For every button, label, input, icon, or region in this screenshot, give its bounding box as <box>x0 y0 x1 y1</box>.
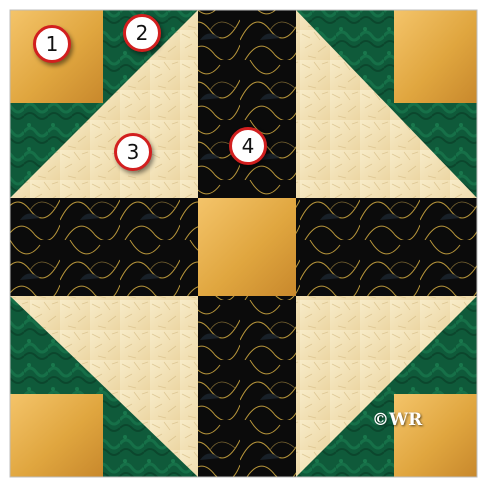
number-badge-icon-4: 4 <box>229 127 267 165</box>
marker-4-label: 4 <box>242 134 255 158</box>
marker-3-label: 3 <box>127 140 140 164</box>
number-badge-icon-2: 2 <box>123 14 161 52</box>
black-band-right <box>296 198 477 296</box>
gold-square-center <box>198 198 296 296</box>
gold-square-bottom-left <box>10 394 103 477</box>
gold-square-top-right <box>394 10 477 103</box>
marker-2-label: 2 <box>136 21 149 45</box>
number-badge-icon-3: 3 <box>114 133 152 171</box>
black-band-top <box>198 10 296 198</box>
gold-square-bottom-right <box>394 394 477 477</box>
number-badge-icon-1: 1 <box>33 25 71 63</box>
copyright-watermark: ©WR <box>372 410 422 430</box>
black-band-bottom <box>198 296 296 477</box>
copyright-text: ©WR <box>372 410 422 430</box>
marker-1-label: 1 <box>46 32 59 56</box>
black-band-left <box>10 198 198 296</box>
